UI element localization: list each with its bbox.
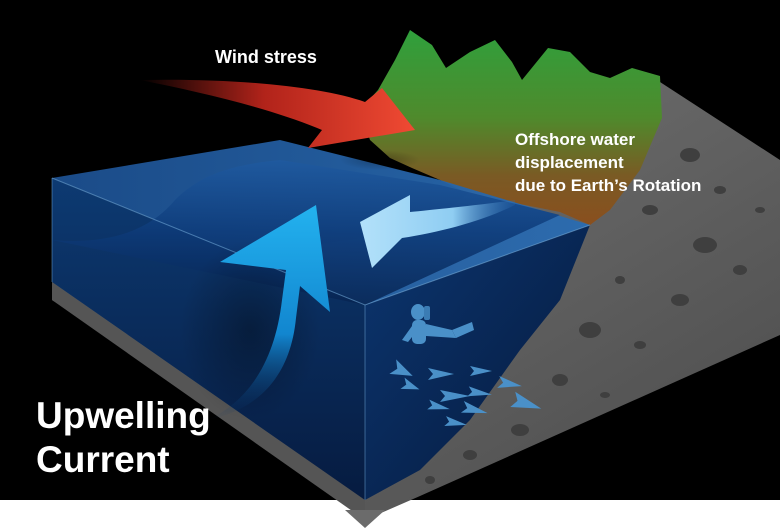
upwelling-arrow [208,205,330,420]
offshore-arrow [360,195,515,268]
rock-speckles [155,148,765,484]
coastal-land [360,30,662,225]
title-line-2: Current [36,439,170,480]
offshore-label-line-2: displacement [515,153,624,172]
offshore-label-line-3: due to Earth’s Rotation [515,176,702,195]
ocean-side-face [365,225,590,500]
title-line-1: Upwelling [36,395,211,436]
offshore-displacement-label: Offshore water displacement due to Earth… [515,128,701,197]
diagram-title: Upwelling Current [36,394,211,482]
diver-figure [402,304,474,344]
wind-stress-arrow [140,79,415,148]
wind-stress-label: Wind stress [215,47,317,67]
offshore-label-line-1: Offshore water [515,130,635,149]
fish-school [389,359,542,427]
bottom-notch [345,510,385,528]
